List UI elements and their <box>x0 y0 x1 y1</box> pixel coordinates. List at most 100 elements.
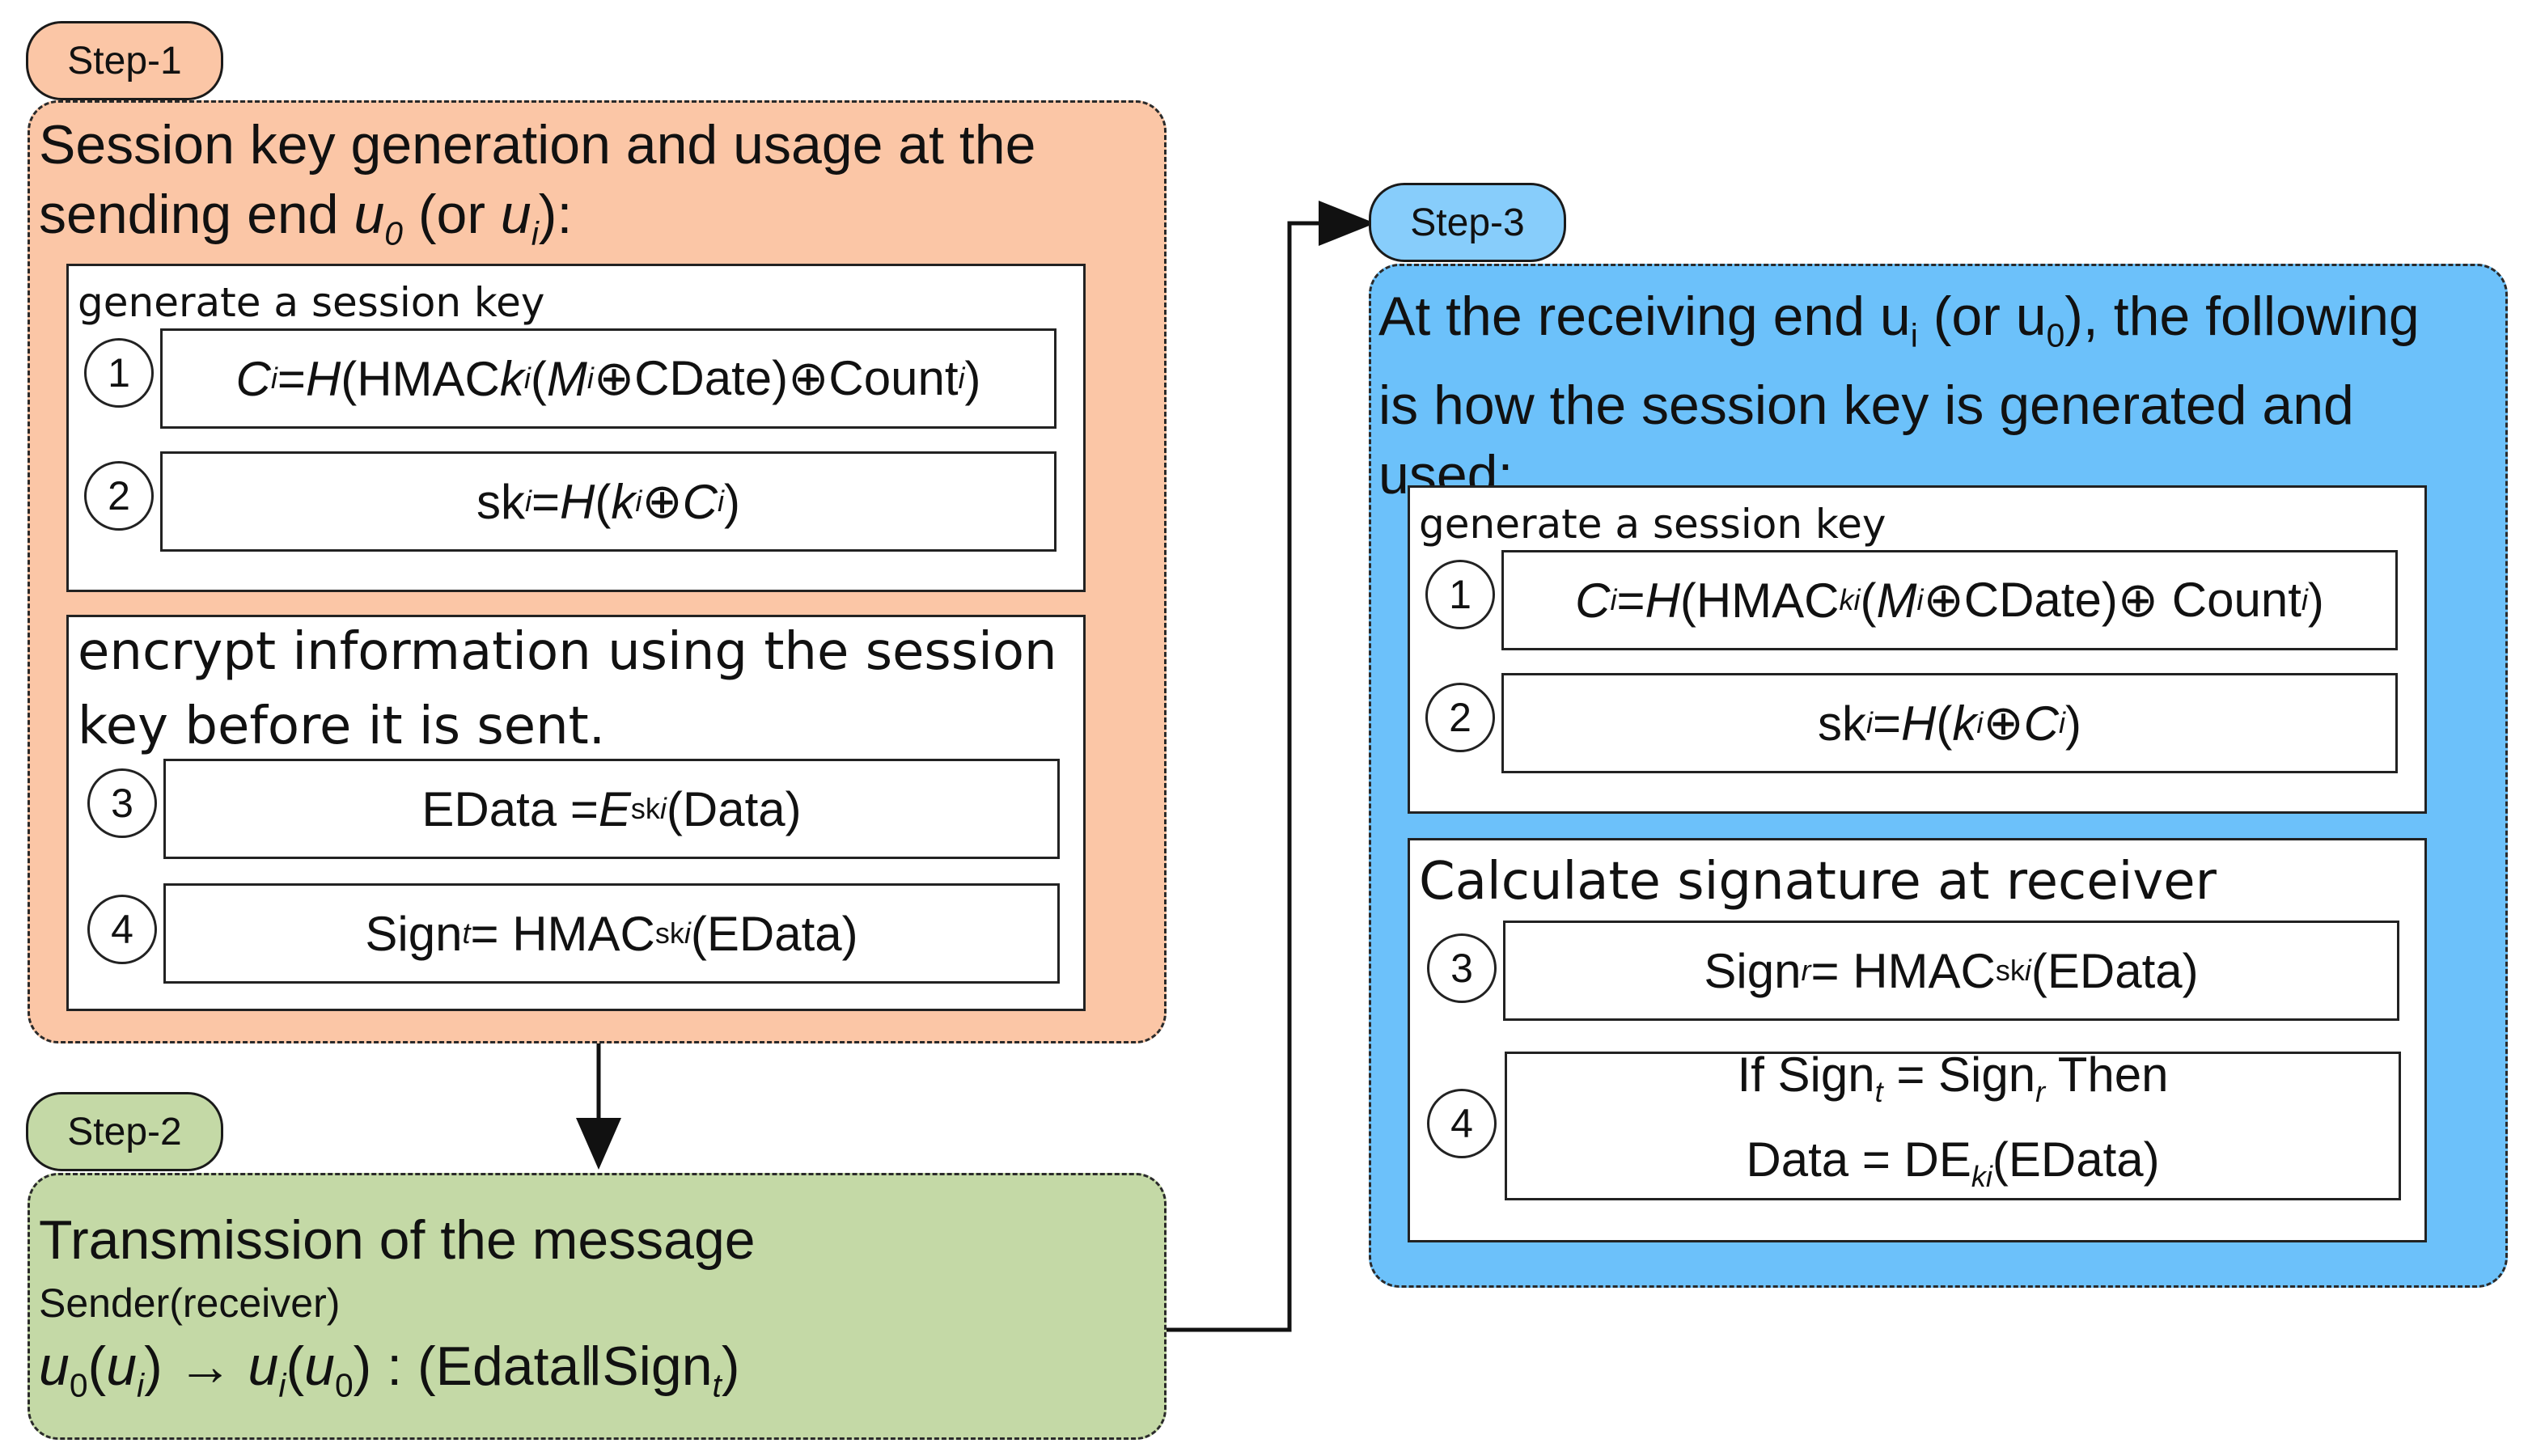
formula-part: C <box>2023 696 2059 751</box>
step3-formula4-number: 4 <box>1427 1089 1497 1158</box>
formula-part: (HMAC <box>1679 573 1840 628</box>
formula-part: sk <box>1818 696 1866 751</box>
step1-encrypt-title-line2: key before it is sent. <box>78 696 606 756</box>
arrow-step1-to-step2 <box>576 1042 621 1170</box>
formula-part: ⊕CDate)⊕Count <box>593 351 959 405</box>
formula-part: H <box>1901 696 1937 751</box>
formula-part: → <box>162 1335 248 1397</box>
formula-part: C <box>235 351 271 406</box>
formula-part: i <box>635 485 642 518</box>
step2-label: Step-2 <box>26 1092 223 1171</box>
formula-part: i <box>718 485 724 518</box>
formula-part: = Sign <box>1882 1048 2036 1102</box>
formula-part: C <box>682 474 718 529</box>
formula-part: 0 <box>69 1366 88 1404</box>
formula-part: Sign <box>1704 943 1802 998</box>
formula-part: ) <box>721 1335 740 1397</box>
formula-part: i <box>523 362 531 395</box>
formula-part: = <box>1616 573 1645 628</box>
formula-part: k <box>499 351 524 406</box>
formula-part: k <box>1952 696 1977 751</box>
formula-part: ) <box>144 1335 163 1397</box>
step2-panel <box>28 1173 1167 1440</box>
formula-part: ) <box>2307 573 2324 628</box>
formula-part: ) <box>353 1335 372 1397</box>
formula-part: (Data) <box>666 781 802 836</box>
formula-part: i <box>1610 583 1617 616</box>
formula-part: = <box>1873 696 1902 751</box>
formula-part: i <box>1916 583 1924 616</box>
formula-part: i <box>958 362 965 395</box>
formula-part: r <box>1801 954 1811 987</box>
formula-part: i <box>278 1366 286 1404</box>
formula-part: H <box>560 474 595 529</box>
formula-part: i <box>2301 583 2308 616</box>
formula-part: sk <box>476 474 525 529</box>
formula-part: Data = DE <box>1746 1132 1971 1187</box>
formula-part: (EData) <box>690 906 858 961</box>
formula-part: u <box>304 1335 335 1397</box>
formula-part: sk <box>1995 954 2025 987</box>
formula-part: ( <box>286 1335 305 1397</box>
formula-part: t <box>1874 1075 1883 1108</box>
step1-encrypt-title-line1: encrypt information using the session <box>78 622 1057 682</box>
formula-part: i <box>525 485 531 518</box>
formula-part: u <box>248 1335 279 1397</box>
formula-part: Then <box>2045 1048 2169 1102</box>
step3-formula4-line1: If Signt = Signr Then <box>1738 1041 2169 1126</box>
formula-part: i <box>2024 954 2031 987</box>
formula-part: r <box>2035 1075 2046 1108</box>
step1-title-post: ): <box>538 184 573 245</box>
formula-part: (or u <box>1917 286 2047 347</box>
step3-formula4: If Signt = Signr Then Data = DEki(EData) <box>1505 1048 2401 1200</box>
step1-title-u2-sub: i <box>531 214 539 252</box>
formula-part: i <box>137 1366 145 1404</box>
step1-label: Step-1 <box>26 21 223 100</box>
formula-part: = HMAC <box>1810 943 1996 998</box>
formula-part: i <box>586 362 594 395</box>
formula-part: C <box>1575 573 1611 628</box>
formula-part: ⊕ <box>642 474 683 528</box>
formula-part: H <box>1645 573 1680 628</box>
formula-part: i <box>1866 706 1873 739</box>
step1-formula1-number: 1 <box>84 338 154 408</box>
step1-formula3-number: 3 <box>87 768 157 838</box>
formula-part: = <box>531 474 561 529</box>
step1-formula4-number: 4 <box>87 895 157 964</box>
formula-part: i <box>1910 316 1918 354</box>
formula-part: i <box>270 362 277 395</box>
step1-title: Session key generation and usage at the … <box>39 110 1155 269</box>
formula-part: = HMAC <box>470 906 655 961</box>
formula-part: ( <box>1936 696 1953 751</box>
step1-formula2-number: 2 <box>84 461 154 531</box>
formula-part: 0 <box>2046 316 2065 354</box>
formula-part: ( <box>87 1335 107 1397</box>
formula-part: ( <box>595 474 612 529</box>
step3-title: At the receiving end ui (or u0), the fol… <box>1378 281 2503 510</box>
step2-message-formula: u0(ui) → ui(u0) : (Edata‖Signt) <box>39 1331 740 1420</box>
formula-part: ), the following <box>2064 286 2420 347</box>
step3-signature-title: Calculate signature at receiver <box>1419 852 2217 912</box>
step3-formula3-number: 3 <box>1427 933 1497 1003</box>
formula-part: t <box>462 916 471 950</box>
formula-part: u <box>106 1335 138 1397</box>
step2-sender-label: Sender(receiver) <box>39 1280 341 1326</box>
formula-part: sk <box>654 916 684 950</box>
formula-part: If Sign <box>1737 1048 1875 1102</box>
formula-part: i <box>2059 706 2065 739</box>
formula-part: ⊕ <box>1983 696 2024 750</box>
formula-part: ( <box>1860 573 1877 628</box>
formula-part: Sign <box>365 906 463 961</box>
step1-title-mid: (or <box>402 184 501 245</box>
formula-part: E <box>598 781 631 836</box>
formula-part: k <box>611 474 636 529</box>
step1-encrypt-title: encrypt information using the session ke… <box>78 615 1057 764</box>
formula-part: = <box>277 351 306 406</box>
formula-part: ) <box>964 351 981 406</box>
